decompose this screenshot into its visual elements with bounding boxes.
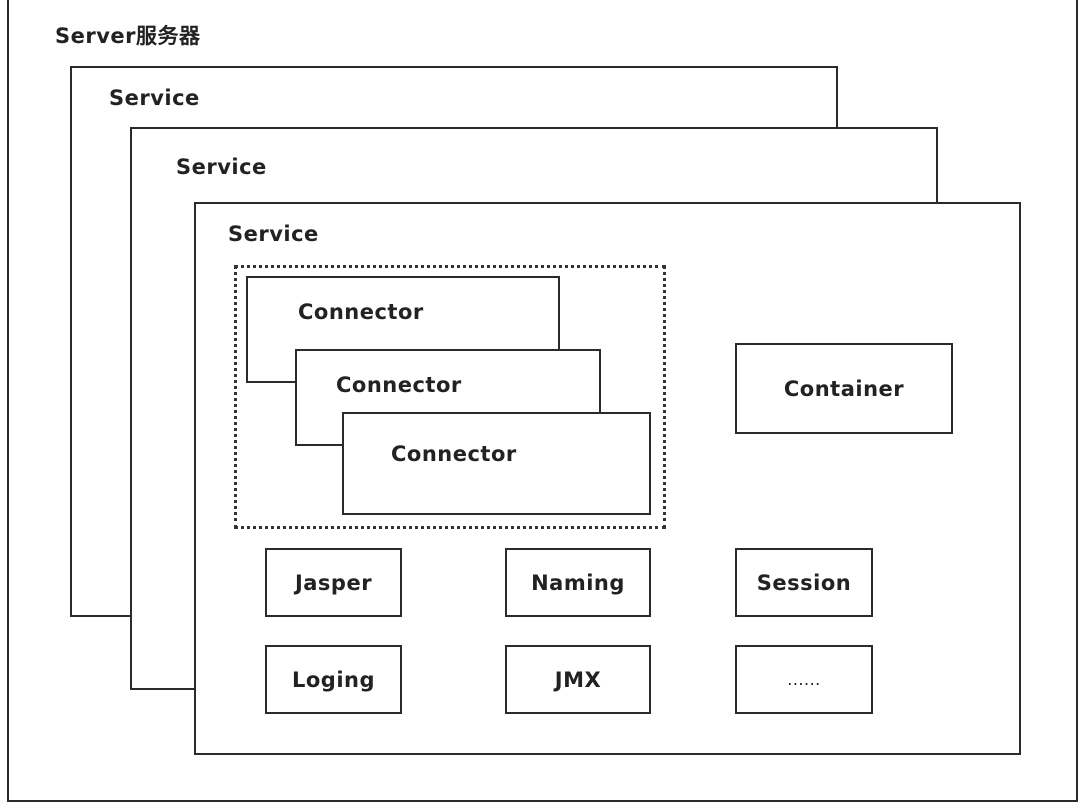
component-label-more: ......: [787, 670, 821, 689]
component-jasper: Jasper: [265, 548, 402, 617]
component-jmx: JMX: [505, 645, 651, 714]
component-loging: Loging: [265, 645, 402, 714]
connector-label-2: Connector: [336, 373, 462, 397]
component-naming: Naming: [505, 548, 651, 617]
component-label-session: Session: [756, 570, 852, 595]
component-session: Session: [735, 548, 873, 617]
container-box: Container: [735, 343, 953, 434]
service-title-front: Service: [228, 222, 319, 246]
component-label-naming: Naming: [531, 570, 625, 595]
component-label-jasper: Jasper: [294, 570, 373, 595]
connector-label-1: Connector: [298, 300, 424, 324]
server-title: Server服务器: [55, 24, 201, 48]
component-label-jmx: JMX: [554, 667, 602, 692]
service-title-back: Service: [109, 86, 200, 110]
connector-box-3: Connector: [342, 412, 651, 515]
component-label-loging: Loging: [291, 667, 376, 692]
connector-group: [234, 265, 666, 529]
component-more: ......: [735, 645, 873, 714]
container-label: Container: [783, 376, 905, 401]
connector-label-3: Connector: [391, 442, 517, 466]
service-title-middle: Service: [176, 155, 267, 179]
